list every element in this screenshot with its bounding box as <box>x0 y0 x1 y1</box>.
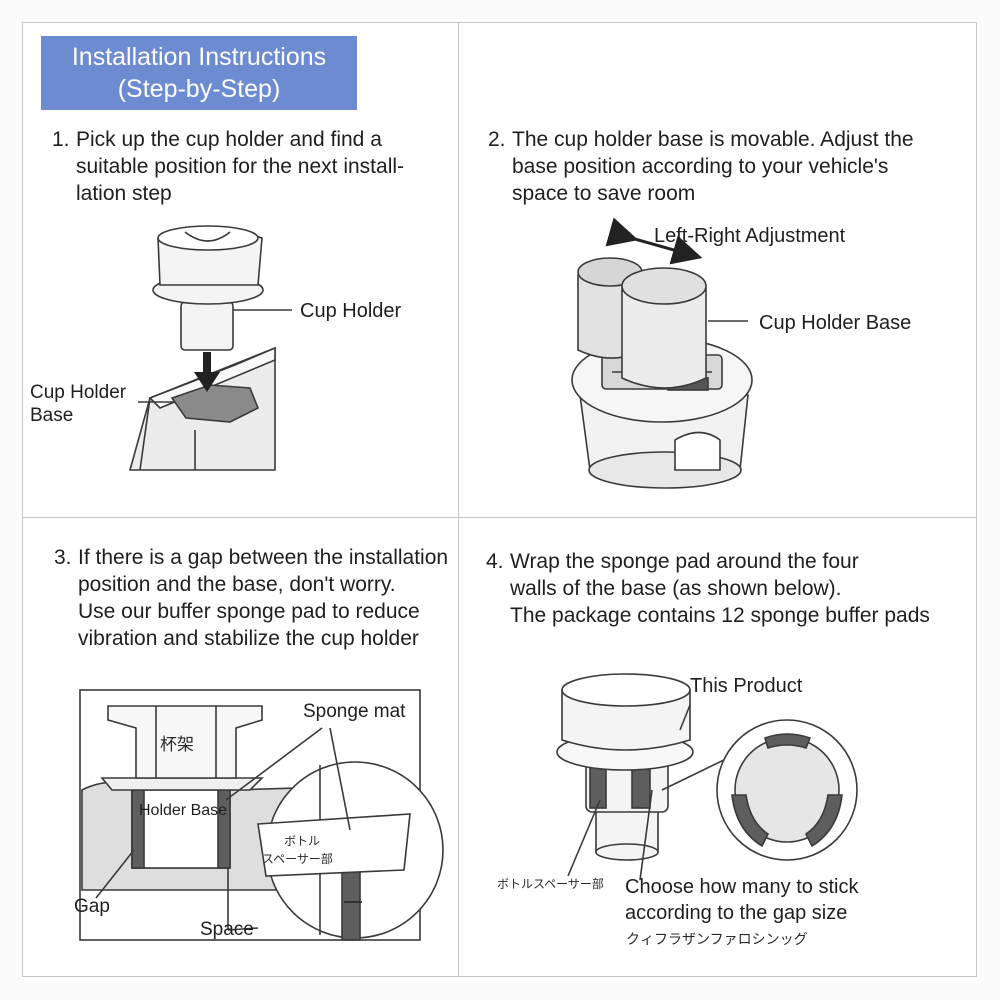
cup-rim <box>157 225 259 251</box>
title-line-2: (Step-by-Step) <box>117 75 281 103</box>
product-cup-rim <box>561 673 691 707</box>
label-bottle-jp-2: スペーサー部 <box>262 851 333 866</box>
down-arrow-head <box>194 372 220 392</box>
cup-section <box>107 705 263 779</box>
step-line: walls of the base (as shown below). <box>510 577 842 600</box>
title-banner: Installation Instructions (Step-by-Step) <box>41 36 357 110</box>
step-1-text: 1. Pick up the cup holder and find a sui… <box>52 126 404 207</box>
label-choose-line-1: Choose how many to stick <box>625 876 859 898</box>
front-cup-rim <box>621 267 707 305</box>
label-cup-holder-base: Cup Holder Base <box>759 312 911 334</box>
step-line: base position according to your vehicle'… <box>512 155 889 178</box>
label-sponge-mat: Sponge mat <box>303 701 406 722</box>
product-cup <box>561 689 691 751</box>
space-leader <box>227 927 259 931</box>
step-line: The package contains 12 sponge buffer pa… <box>510 604 930 627</box>
step-2-illustration <box>571 217 753 489</box>
console-front-face <box>139 397 196 471</box>
product-stem-bottom <box>595 843 659 861</box>
step-2-text: 2. The cup holder base is movable. Adjus… <box>488 126 914 207</box>
label-base-line-2: Base <box>30 405 73 426</box>
step-line: The cup holder base is movable. Adjust t… <box>512 128 914 151</box>
step-3-text: 3. If there is a gap between the install… <box>54 544 448 652</box>
step-number: 3. <box>54 546 72 569</box>
holder-base-block <box>131 789 229 869</box>
down-arrow-shaft <box>203 352 211 374</box>
step-line: lation step <box>76 182 172 205</box>
step-4-text: 4. Wrap the sponge pad around the four w… <box>486 548 930 629</box>
horizontal-divider <box>22 517 977 518</box>
step-line: Pick up the cup holder and find a <box>76 128 382 151</box>
cup-divider <box>184 231 231 242</box>
label-jp-note: クィフラザンファロシンッグ <box>626 932 808 948</box>
step-number: 1. <box>52 128 70 151</box>
detail-pad-right <box>804 794 843 848</box>
magnifier-connector <box>661 757 729 791</box>
sponge-mat-leader-1 <box>225 727 323 801</box>
label-this-product: This Product <box>690 675 803 697</box>
detail-pad-bottom <box>731 794 770 848</box>
step-number: 2. <box>488 128 506 151</box>
step-3-illustration <box>79 689 444 941</box>
step-line: Wrap the sponge pad around the four <box>510 550 859 573</box>
cup-flange-section <box>100 777 264 791</box>
sponge-mat-leader-2 <box>329 727 351 831</box>
step-line: position and the base, don't worry. <box>78 573 396 596</box>
label-choose-line-2: according to the gap size <box>625 902 847 924</box>
label-gap: Gap <box>74 896 110 917</box>
label-space: Space <box>200 919 254 940</box>
step-4-illustration <box>556 673 858 881</box>
cup-stem <box>180 301 234 351</box>
detail-pad-top <box>764 733 812 750</box>
label-bottle-jp: ボトルスペーサー部 <box>497 876 604 891</box>
step-line: vibration and stabilize the cup holder <box>78 627 419 650</box>
label-holder-base: Holder Base <box>139 802 227 819</box>
step-line: suitable position for the next install- <box>76 155 405 178</box>
label-bottle-jp-1: ボトル <box>284 834 320 848</box>
step-line: space to save room <box>512 182 696 205</box>
step-number: 4. <box>486 550 504 573</box>
gap-leader <box>95 849 135 899</box>
front-cup <box>621 287 707 389</box>
vertical-divider <box>458 22 459 977</box>
label-base-line-1: Cup Holder <box>30 382 127 403</box>
label-left-right-adjustment: Left-Right Adjustment <box>654 225 846 247</box>
step-1-illustration <box>128 225 292 471</box>
adjust-arrow <box>605 217 703 265</box>
label-cup-holder: Cup Holder <box>300 300 402 322</box>
bottle-jp-leader <box>567 799 601 877</box>
title-line-1: Installation Instructions <box>71 43 327 71</box>
step-line: If there is a gap between the installati… <box>78 546 449 569</box>
magnified-label-box <box>257 813 411 877</box>
base-opening <box>674 431 721 471</box>
label-cup-jp: 杯架 <box>160 735 194 755</box>
step-line: Use our buffer sponge pad to reduce <box>78 600 420 623</box>
choose-leader <box>639 789 653 881</box>
this-product-leader <box>679 704 691 731</box>
